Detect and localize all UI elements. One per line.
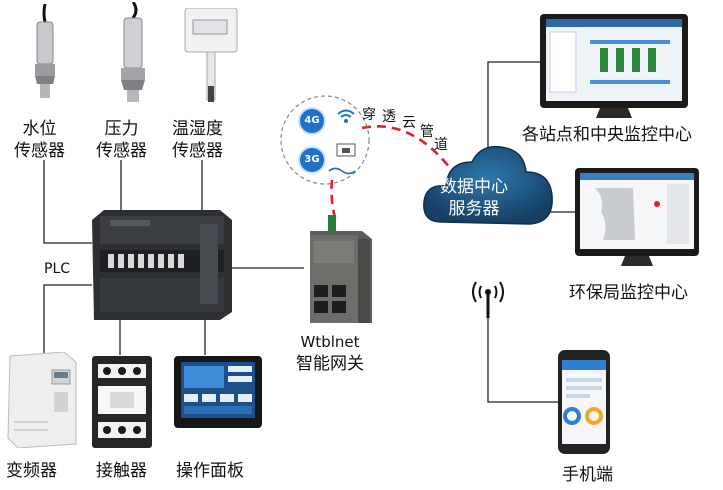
temp-humidity-sensor-image	[183, 7, 239, 108]
4g-badge: 4G	[298, 107, 326, 135]
operator-panel-label: 操作面板	[176, 461, 244, 481]
env-bureau-label: 环保局监控中心	[569, 283, 688, 303]
wifi-icon	[336, 108, 356, 128]
inverter-image	[4, 351, 80, 452]
temp-humidity-sensor-label: 温湿度传感器	[172, 119, 223, 161]
wire-server-stations	[487, 61, 540, 152]
tunnel-char-5: 道	[434, 137, 448, 153]
inverter-label: 变频器	[6, 461, 57, 481]
stations-label: 各站点和中央监控中心	[522, 125, 692, 145]
cloud-server-shape	[420, 138, 556, 240]
stations-monitor	[540, 14, 688, 122]
plc-label: PLC	[44, 261, 71, 277]
wire-antenna-mobile	[487, 318, 558, 403]
operator-panel-image	[174, 356, 262, 432]
contactor-label: 接触器	[96, 461, 147, 481]
tunnel-char-2: 透	[382, 109, 396, 125]
tunnel-char-1: 穿	[362, 107, 376, 123]
3g-badge: 3G	[298, 146, 326, 174]
env-bureau-monitor	[575, 168, 699, 272]
water-level-sensor-image	[30, 3, 60, 108]
tunnel-char-3: 云	[402, 115, 416, 131]
pressure-sensor-image	[115, 1, 151, 111]
tunnel-line-upper	[361, 125, 452, 169]
water-level-sensor-label: 水位传感器	[14, 119, 65, 161]
router-icon	[335, 140, 357, 162]
contactor-image	[92, 356, 152, 452]
wireless-zone-circle	[280, 95, 370, 185]
server-label: 数据中心服务器	[440, 177, 508, 219]
antenna-icon	[470, 278, 506, 326]
mobile-label: 手机端	[562, 465, 613, 485]
signal-wave-icon	[328, 160, 356, 179]
mobile-phone	[558, 350, 610, 458]
plc-image	[90, 210, 234, 326]
wire-plc-inverter	[43, 284, 92, 355]
tunnel-char-4: 管	[420, 124, 434, 140]
gateway-image	[300, 215, 378, 331]
wire-water-sensor-plc	[43, 160, 92, 244]
pressure-sensor-label: 压力传感器	[96, 119, 147, 161]
